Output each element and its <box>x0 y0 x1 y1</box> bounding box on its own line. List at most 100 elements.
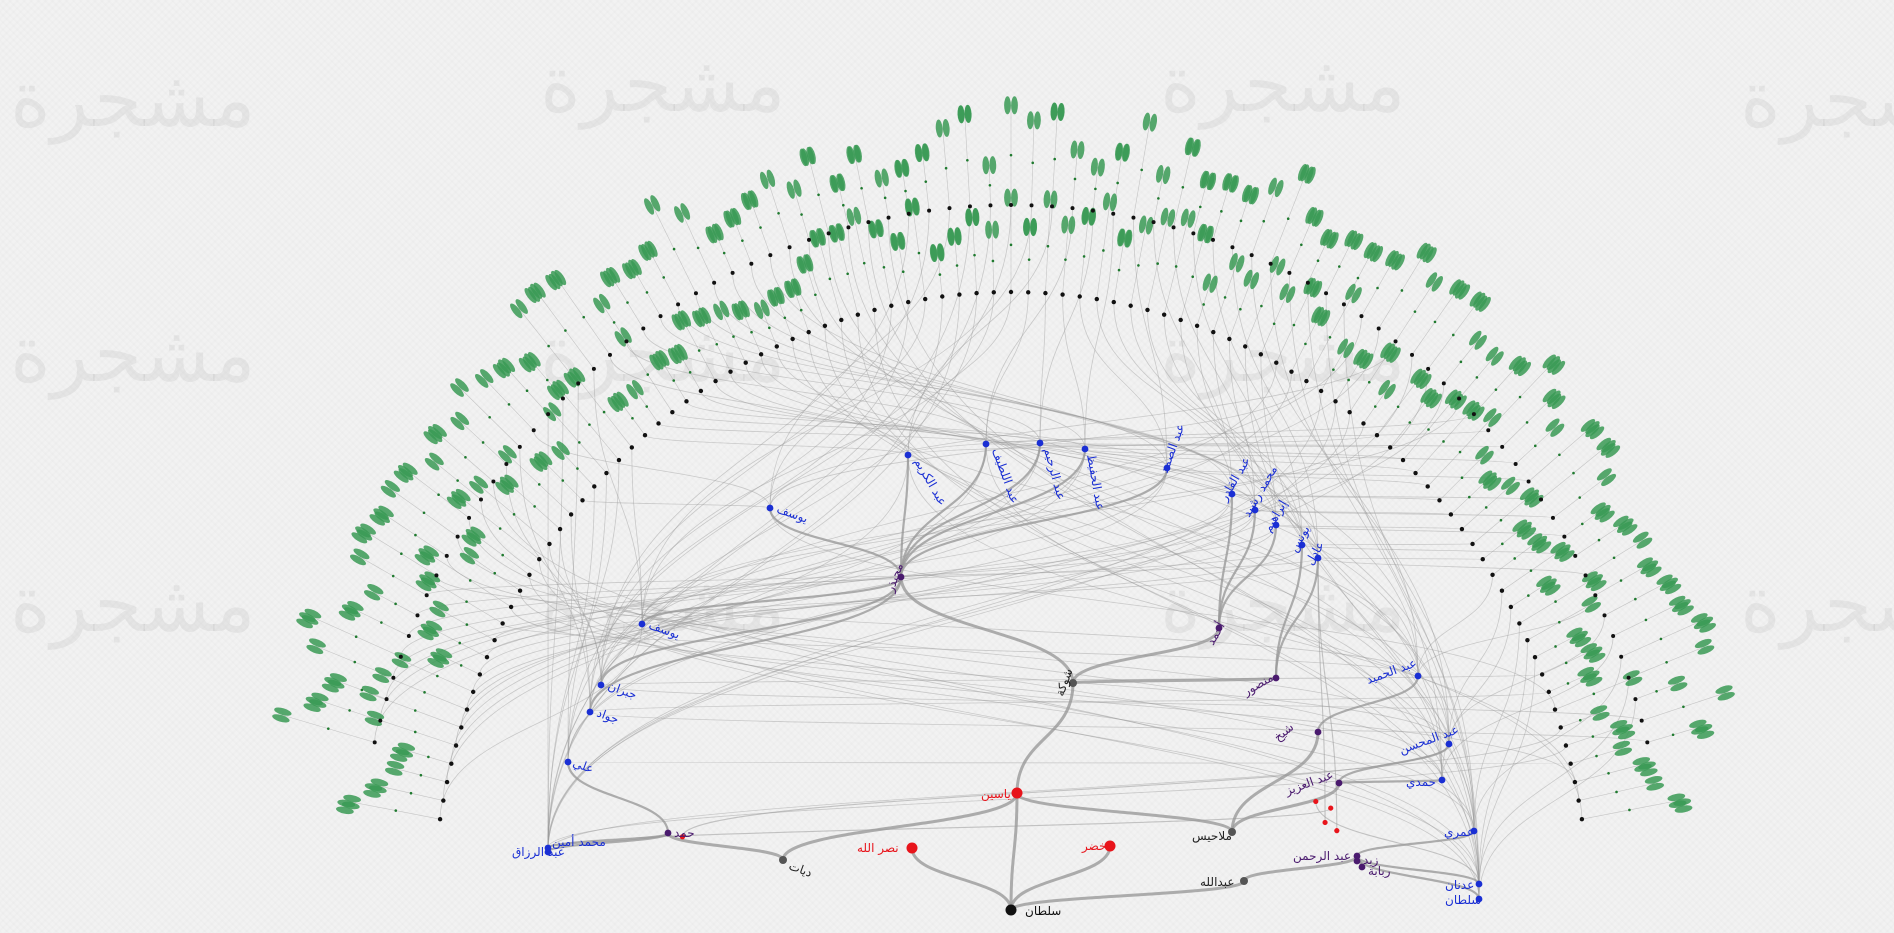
leaf-node[interactable] <box>1499 518 1503 522</box>
descendant-node[interactable] <box>698 388 704 394</box>
descendant-node[interactable] <box>1289 369 1294 374</box>
descendant-node[interactable] <box>1191 231 1196 236</box>
descendant-node[interactable] <box>1471 412 1476 417</box>
descendant-node[interactable] <box>1094 296 1099 302</box>
leaf-node[interactable] <box>1525 421 1529 424</box>
leaf-node[interactable] <box>860 186 863 190</box>
descendant-node[interactable] <box>1413 470 1418 476</box>
descendant-node[interactable] <box>1437 498 1442 503</box>
descendant-node[interactable] <box>713 378 718 384</box>
leaf-node[interactable] <box>1529 569 1533 572</box>
descendant-node[interactable] <box>576 381 581 386</box>
descendant-node[interactable] <box>1583 573 1588 578</box>
leaf-node[interactable] <box>1239 307 1242 311</box>
descendant-node[interactable] <box>378 718 383 723</box>
descendant-node[interactable] <box>641 326 646 331</box>
descendant-node[interactable] <box>1304 378 1309 384</box>
descendant-node[interactable] <box>1546 689 1552 695</box>
leaf-node[interactable] <box>732 335 735 338</box>
leaf-node[interactable] <box>1564 661 1568 665</box>
leaf-node[interactable] <box>1572 471 1575 475</box>
leaf-node[interactable] <box>759 226 762 229</box>
leaf-node[interactable] <box>750 330 753 334</box>
leaf-node[interactable] <box>1220 210 1223 213</box>
descendant-node[interactable] <box>1426 366 1431 371</box>
leaf-node[interactable] <box>360 688 364 692</box>
leaf-node[interactable] <box>419 773 423 777</box>
leaf-node[interactable] <box>904 189 907 193</box>
descendant-node[interactable] <box>872 307 877 313</box>
descendant-node[interactable] <box>768 253 773 258</box>
leaf-node[interactable] <box>1347 378 1350 382</box>
descendant-node[interactable] <box>1576 798 1581 803</box>
leaf-node[interactable] <box>1607 771 1610 775</box>
leaf-node[interactable] <box>348 709 351 712</box>
leaf-node[interactable] <box>1009 243 1013 247</box>
leaf-node[interactable] <box>1527 594 1530 597</box>
leaf-node[interactable] <box>1272 322 1276 326</box>
leaf-node[interactable] <box>1073 177 1077 181</box>
leaf-node[interactable] <box>955 264 959 267</box>
leaf-node[interactable] <box>696 246 700 250</box>
leaf-node[interactable] <box>422 511 426 515</box>
descendant-node[interactable] <box>398 654 403 659</box>
person-node[interactable] <box>1475 895 1483 903</box>
leaf-node[interactable] <box>777 211 780 215</box>
leaf-node[interactable] <box>768 326 771 330</box>
person-node[interactable] <box>904 451 912 459</box>
descendant-node[interactable] <box>500 621 505 626</box>
descendant-node[interactable] <box>1347 409 1352 415</box>
leaf-node[interactable] <box>715 342 719 346</box>
descendant-node[interactable] <box>730 270 735 275</box>
leaf-node[interactable] <box>546 378 549 382</box>
leaf-node[interactable] <box>1413 310 1417 313</box>
leaf-node[interactable] <box>525 389 529 392</box>
descendant-node[interactable] <box>434 573 439 578</box>
descendant-node[interactable] <box>1457 396 1462 401</box>
person-node[interactable] <box>1298 541 1306 549</box>
descendant-node[interactable] <box>1525 637 1530 643</box>
leaf-node[interactable] <box>814 293 817 297</box>
leaf-node[interactable] <box>498 527 502 530</box>
descendant-node[interactable] <box>1374 433 1380 438</box>
leaf-node[interactable] <box>1592 692 1596 696</box>
descendant-node[interactable] <box>1324 291 1329 296</box>
descendant-node[interactable] <box>1090 208 1095 213</box>
descendant-node[interactable] <box>1441 381 1446 386</box>
descendant-node[interactable] <box>988 203 993 208</box>
descendant-node[interactable] <box>676 302 681 307</box>
descendant-node[interactable] <box>591 366 596 371</box>
descendant-node[interactable] <box>415 613 420 618</box>
descendant-node[interactable] <box>531 428 536 433</box>
leaf-node[interactable] <box>1064 258 1067 261</box>
leaf-node[interactable] <box>1533 444 1537 448</box>
descendant-node[interactable] <box>923 296 928 302</box>
leaf-node[interactable] <box>938 273 942 276</box>
leaf-node[interactable] <box>1239 219 1243 223</box>
descendant-node[interactable] <box>886 215 891 220</box>
person-node[interactable] <box>1445 740 1453 748</box>
descendant-node[interactable] <box>1361 421 1366 426</box>
descendant-node[interactable] <box>624 339 629 344</box>
descendant-node[interactable] <box>372 740 377 745</box>
leaf-node[interactable] <box>326 727 330 730</box>
descendant-node[interactable] <box>642 433 648 438</box>
leaf-node[interactable] <box>1046 244 1050 248</box>
descendant-node[interactable] <box>1539 672 1545 677</box>
leaf-node[interactable] <box>1304 342 1307 346</box>
leaf-node[interactable] <box>1223 296 1227 299</box>
descendant-node[interactable] <box>1550 515 1555 520</box>
person-node[interactable] <box>1104 840 1116 852</box>
person-node[interactable] <box>638 620 646 628</box>
leaf-node[interactable] <box>423 691 426 694</box>
leaf-node[interactable] <box>1554 600 1557 603</box>
leaf-node[interactable] <box>799 308 803 312</box>
leaf-node[interactable] <box>1518 395 1522 399</box>
leaf-node[interactable] <box>1659 637 1663 641</box>
leaf-node[interactable] <box>1408 421 1412 424</box>
descendant-node[interactable] <box>1258 352 1264 357</box>
descendant-node[interactable] <box>604 470 609 476</box>
leaf-node[interactable] <box>1116 181 1119 185</box>
descendant-node[interactable] <box>1425 484 1430 489</box>
leaf-node[interactable] <box>1501 542 1504 546</box>
